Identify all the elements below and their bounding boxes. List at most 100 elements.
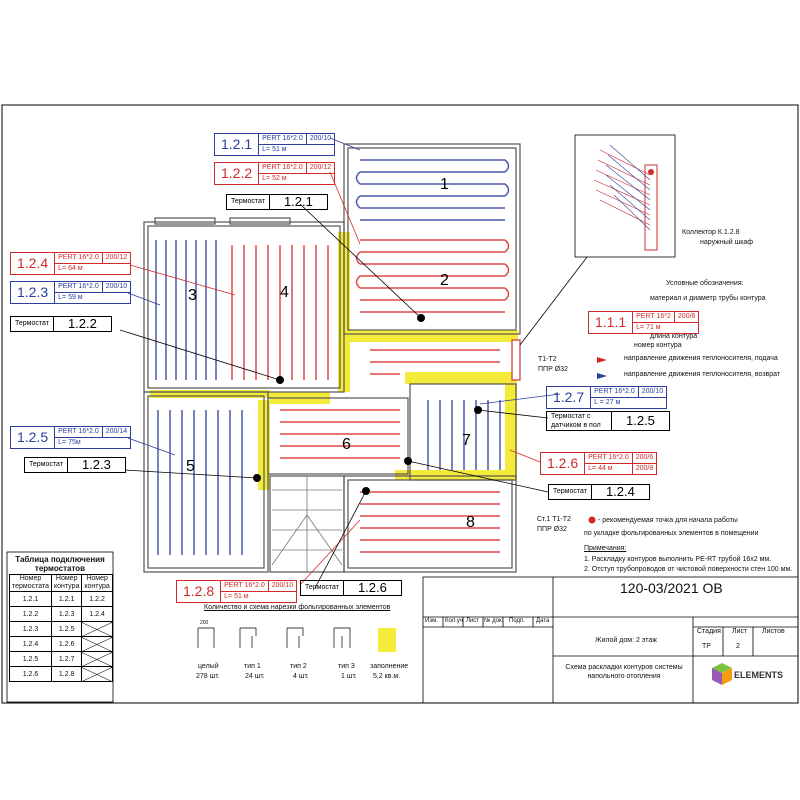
circuit-length: L= 51 м <box>221 591 297 602</box>
circuit-pipe: PERT 16*2.0 <box>221 581 269 591</box>
legend-supply: направление движения теплоносителя, пода… <box>624 355 778 362</box>
collector-label: Коллектор К.1.2.8 <box>682 229 740 236</box>
pipe-room-4 <box>231 245 329 380</box>
conn-table-frame <box>6 551 114 703</box>
thermostat-number: 1.2.6 <box>343 580 402 596</box>
circuit-step: 200/12 <box>309 164 332 171</box>
title-block-lines <box>422 576 799 704</box>
conn-cell: 1.2.7 <box>50 651 83 667</box>
sheet-value: 2 <box>736 643 740 650</box>
room-6: 6 <box>342 436 351 453</box>
circuit-number: 1.2.4 <box>10 252 55 275</box>
walls <box>143 143 521 573</box>
conn-cell-crossed <box>81 636 113 652</box>
thermostat-label: Термостат <box>226 194 270 210</box>
legend-sample-number: 1.1.1 <box>588 311 633 334</box>
pipe-room-2 <box>355 239 510 313</box>
legend-number-label: номер контура <box>634 342 682 349</box>
conn-table: Номер термостата Номер контура Номер кон… <box>9 574 113 682</box>
conn-cell: 1.2.3 <box>50 606 83 622</box>
circuit-pipe: PERT 16*2.0 <box>55 427 103 437</box>
conn-cell: 1.2.5 <box>9 651 52 667</box>
conn-cell: 1.2.4 <box>81 606 113 622</box>
stage-value: ТР <box>702 643 711 650</box>
thermostat-label: Термостат <box>300 580 344 596</box>
conn-header: Номер термостата <box>9 574 52 592</box>
circuit-step: 200/10 <box>641 388 664 395</box>
tb-col-date: Дата <box>536 618 550 624</box>
pipe-room-5 <box>157 410 243 555</box>
conn-cell: 1.2.1 <box>9 591 52 607</box>
room-1: 1 <box>440 176 449 193</box>
circuit-number: 1.2.1 <box>214 133 259 156</box>
object-name: Жилой дом: 2 этаж <box>595 637 657 644</box>
note-2: 2. Отступ трубопроводов от чистовой пове… <box>584 566 793 573</box>
cut-item-type2: тип 2 <box>290 663 307 670</box>
circuit-pipe: PERT 16*2.0 <box>259 134 307 144</box>
conn-cell: 1.2.2 <box>9 606 52 622</box>
drawing-frame <box>1 104 799 704</box>
legend-arrows <box>588 357 607 524</box>
thermostat-number: 1.2.4 <box>591 484 650 500</box>
tb-col-list: Лист <box>466 618 480 624</box>
conn-cell: 1.2.1 <box>50 591 83 607</box>
riser-1-pipe: ППР Ø32 <box>538 366 568 373</box>
legend-sample-length: L= 71 м <box>633 322 699 333</box>
circuit-length: L= 59 м <box>55 292 131 303</box>
sheet-header: Лист <box>732 628 748 635</box>
foil-fill <box>150 232 518 490</box>
circuit-length: L= 52 м <box>259 173 335 184</box>
document-code: 120-03/2021 ОВ <box>620 580 723 596</box>
conn-cell: 1.2.6 <box>50 636 83 652</box>
tb-col-doc: № док. <box>484 618 504 624</box>
conn-cell: 1.2.5 <box>50 621 83 637</box>
fill-swatch <box>378 628 396 652</box>
conn-cell: 1.2.6 <box>9 666 52 682</box>
legend-sample-pipe: PERT 16*2 <box>633 312 675 322</box>
circuit-number: 1.2.8 <box>176 580 221 603</box>
legend-sample-step: 200/6 <box>677 313 696 320</box>
conn-header: Номер контура <box>81 574 113 592</box>
cut-item-whole: целый <box>198 663 219 670</box>
room-2: 2 <box>440 272 449 289</box>
collector-note: наружный шкаф <box>700 239 754 246</box>
collector-plan <box>511 339 521 381</box>
room-3: 3 <box>188 287 197 304</box>
tb-col-podp: Подп. <box>509 618 525 624</box>
circuit-number: 1.2.6 <box>540 452 585 475</box>
cut-item-fill: заполнение <box>370 663 409 670</box>
stage-header: Стадия <box>697 628 721 635</box>
circuit-number: 1.2.3 <box>10 281 55 304</box>
riser-1-label: Т1-Т2 <box>538 356 557 363</box>
cut-item-type1: тип 1 <box>244 663 261 670</box>
legend-start-1: - рекомендуемая точка для начала работы <box>598 517 738 524</box>
drawing-name: Схема раскладки контуров системы напольн… <box>565 664 683 680</box>
thermostat-number: 1.2.5 <box>612 411 670 431</box>
legend-return: направление движения теплоносителя, возв… <box>624 371 781 378</box>
legend-title: Условные обозначения: <box>666 280 744 287</box>
company-logo-icon <box>712 663 732 685</box>
room-4: 4 <box>280 284 289 301</box>
thermostat-number: 1.2.1 <box>269 194 328 210</box>
cut-scheme-title: Количество и схема нарезки фольгированны… <box>204 604 391 611</box>
tb-col-koluch: Кол.уч <box>445 618 463 624</box>
cut-qty-type2: 4 шт. <box>293 673 309 680</box>
thermostat-label: Термостат <box>10 316 54 332</box>
circuit-step-2: 200/8 <box>632 463 657 474</box>
circuit-step: 200/6 <box>635 454 654 461</box>
circuit-length: L= 75м <box>55 437 131 448</box>
